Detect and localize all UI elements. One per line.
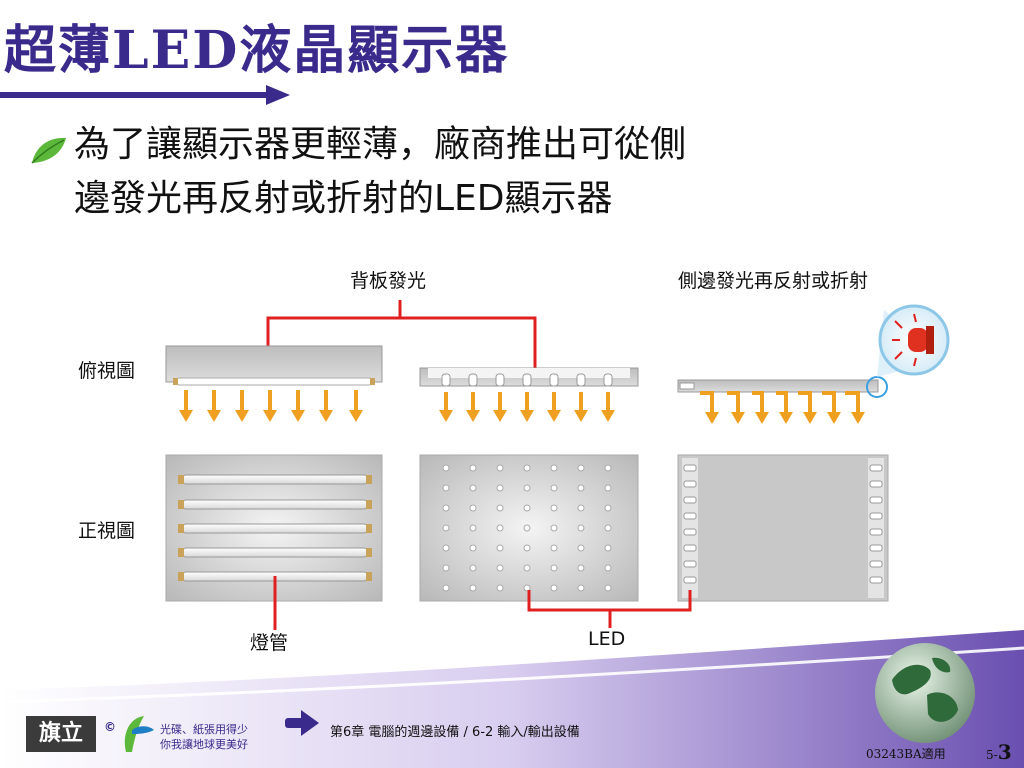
led-bulb-callout xyxy=(877,304,950,377)
eco-leaf-icon xyxy=(124,716,154,752)
eco-line-2: 你我讓地球更美好 xyxy=(160,738,248,751)
bullet-line-1: 為了讓顯示器更輕薄，廠商推出可從側 xyxy=(74,124,687,165)
connector-led xyxy=(527,590,692,628)
front-view-edge-led xyxy=(677,454,889,602)
label-tube: 燈管 xyxy=(250,632,289,654)
page-number: 5-3 xyxy=(986,740,1012,764)
arrows-ccfl xyxy=(179,390,363,422)
chapter-label: 第6章 電腦的週邊設備 / 6-2 輸入/輸出設備 xyxy=(330,725,580,740)
chapter-arrow-icon xyxy=(285,710,319,736)
led-grid xyxy=(442,464,612,592)
leaf-icon xyxy=(31,137,66,164)
bullet-text: 為了讓顯示器更輕薄，廠商推出可從側 邊發光再反射或折射的LED顯示器 xyxy=(74,118,974,226)
eco-slogan: 光碟、紙張用得少 你我讓地球更美好 xyxy=(160,722,248,752)
label-top-view: 俯視圖 xyxy=(78,360,136,382)
arrows-edge-led xyxy=(700,391,860,414)
label-front-view: 正視圖 xyxy=(78,520,136,542)
arrows-direct-led xyxy=(439,392,615,422)
label-back-light: 背板發光 xyxy=(350,270,427,292)
top-view-direct-led xyxy=(419,367,639,387)
page-number-value: 3 xyxy=(997,740,1012,764)
front-view-direct-led xyxy=(419,454,639,602)
eco-line-1: 光碟、紙張用得少 xyxy=(160,723,248,736)
bullet-line-2: 邊發光再反射或折射的LED顯示器 xyxy=(74,178,613,219)
page-prefix: 5- xyxy=(986,748,998,762)
connector-back-light xyxy=(266,300,537,368)
led-diagram xyxy=(165,300,950,630)
title-underline-arrow xyxy=(0,85,290,105)
label-side-light: 側邊發光再反射或折射 xyxy=(678,270,869,292)
label-led: LED xyxy=(588,628,626,650)
copyright-mark: © xyxy=(104,720,116,734)
arrowheads-edge-led xyxy=(705,412,865,424)
publisher-logo: 旗立 xyxy=(26,716,96,752)
course-code: 03243BA適用 xyxy=(866,747,946,761)
page-title: 超薄LED液晶顯示器 xyxy=(4,20,510,81)
footer-band xyxy=(0,630,1024,768)
globe-icon xyxy=(875,643,975,743)
top-view-ccfl xyxy=(165,345,383,386)
